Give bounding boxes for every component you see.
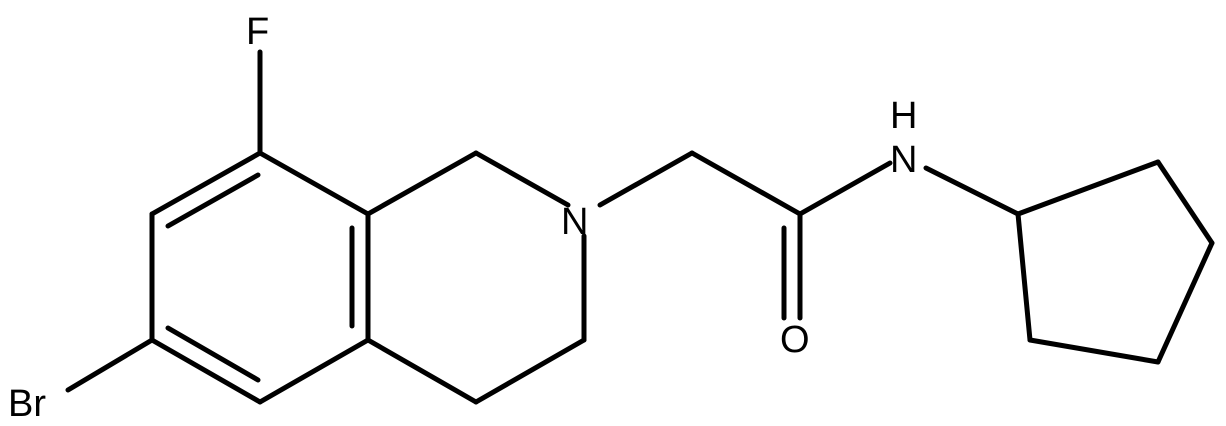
bond-cp5-cp1	[1015, 211, 1033, 343]
carbonyl-oxygen-label: O	[780, 319, 810, 361]
bond-c4-c4a	[365, 337, 479, 405]
bond-nh-cyclopentyl	[923, 165, 1021, 217]
bond-ch2-co	[689, 150, 803, 217]
cyclopentane-ring	[1015, 159, 1215, 365]
bond-co-nh	[797, 160, 893, 217]
tetrahydro-ring	[365, 150, 587, 405]
bond-c5-c6	[149, 337, 263, 405]
bond-c1-n2	[473, 150, 571, 208]
aromatic-inner-c5-c6	[165, 325, 261, 383]
bond-n2-ch2	[597, 150, 695, 208]
aromatic-inner-c7-c8	[165, 172, 261, 229]
benzene-ring	[149, 150, 371, 405]
bond-cp4-cp5	[1027, 337, 1161, 365]
bond-cp1-cp2	[1015, 159, 1161, 217]
amide-nitrogen-label: N	[890, 139, 917, 181]
bromine-label: Br	[8, 383, 46, 425]
bond-c3-c4	[473, 337, 587, 405]
bond-c8-c8a	[257, 150, 371, 217]
bond-c4a-c5	[257, 337, 371, 405]
bond-c8a-c1	[365, 150, 479, 217]
bond-c7-c8	[149, 150, 263, 217]
fluorine-label: F	[246, 11, 269, 53]
bond-cp3-cp4	[1155, 240, 1215, 365]
bond-cp2-cp3	[1155, 159, 1215, 246]
ring-nitrogen-label: N	[561, 201, 588, 243]
amide-hydrogen-label: H	[890, 95, 917, 137]
bond-c6-br	[65, 337, 155, 393]
